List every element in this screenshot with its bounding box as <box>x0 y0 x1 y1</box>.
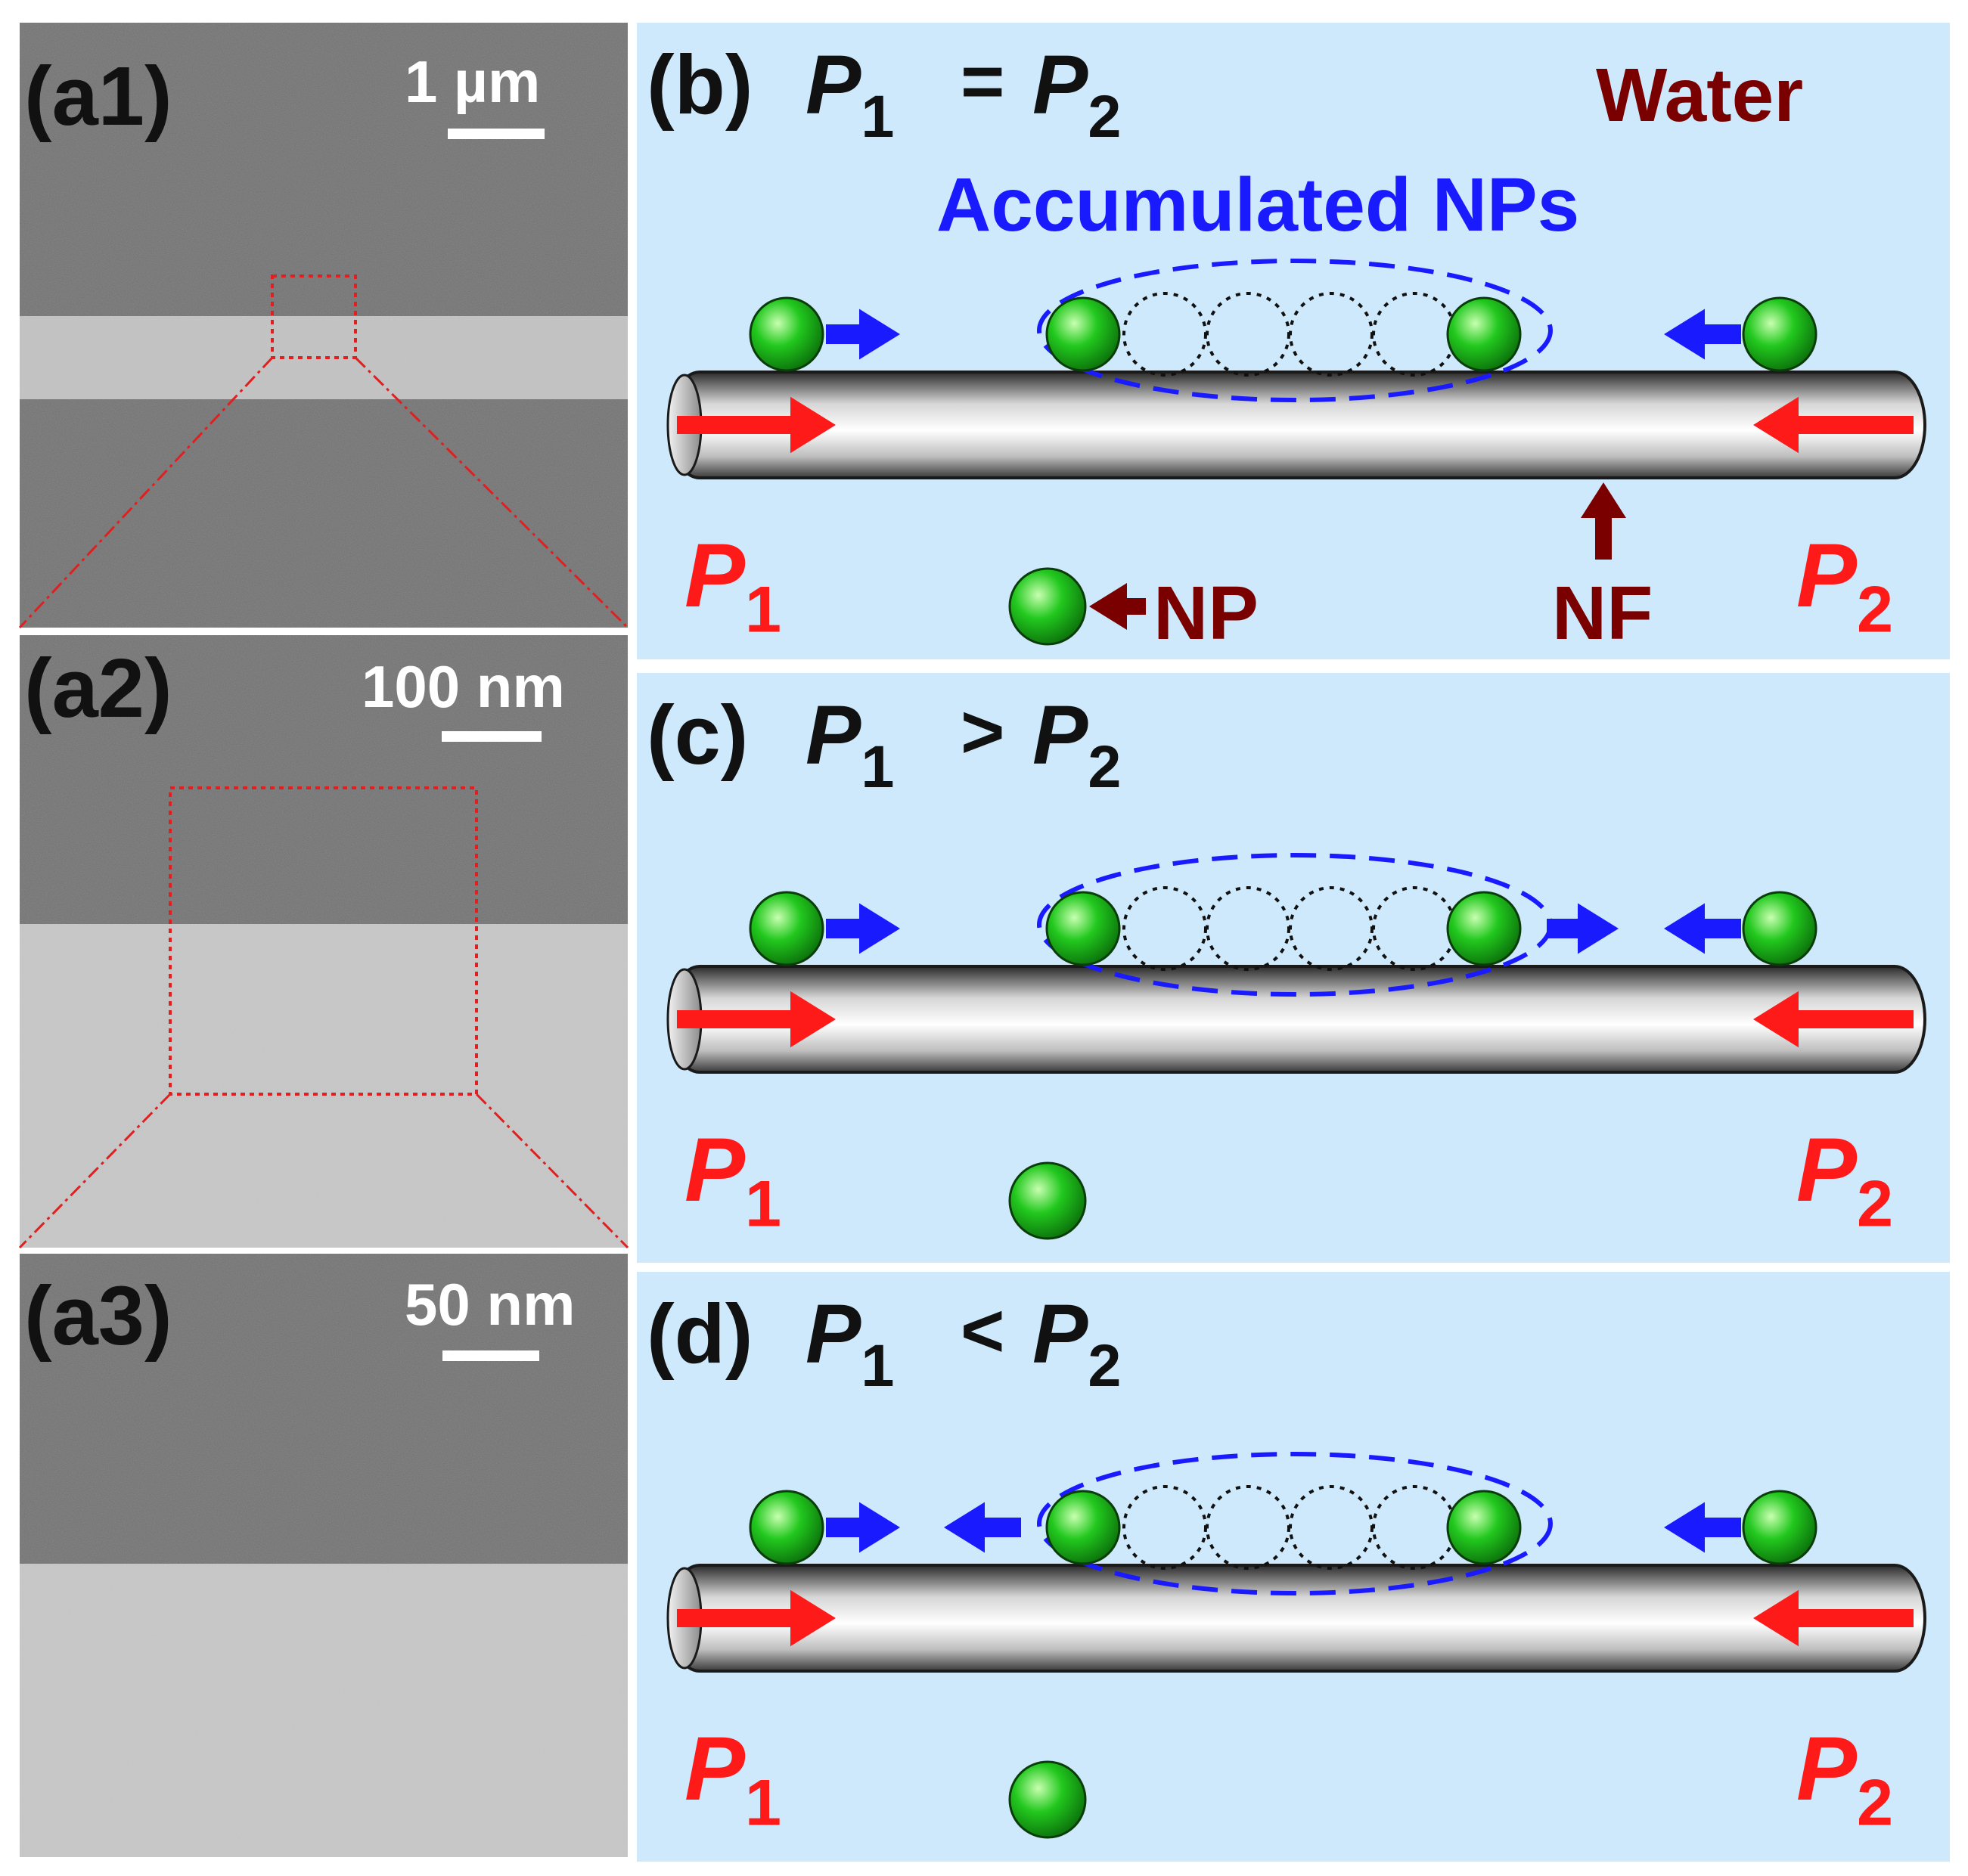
nanofiber <box>668 965 1926 1074</box>
pressure-p2-label: P2 <box>1796 525 1893 647</box>
arrow-left-icon <box>1664 1502 1741 1553</box>
pressure-p1-title: P1 <box>806 39 894 150</box>
pressure-p1-label: P1 <box>684 1718 781 1840</box>
accumulated-nps-label: Accumulated NPs <box>936 163 1579 247</box>
arrow-right-icon <box>677 991 836 1048</box>
pressure-p1-title: P1 <box>806 689 894 800</box>
scalebar-label-a1: 1 µm <box>405 48 540 115</box>
nanoparticle-icon <box>1742 891 1817 966</box>
arrow-left-icon <box>944 1502 1021 1553</box>
scalebar-label-a2: 100 nm <box>362 653 565 720</box>
arrow-left-icon <box>1753 1589 1914 1647</box>
nanofiber <box>668 1564 1926 1673</box>
nanoparticle-icon <box>1008 1760 1087 1839</box>
scalebar-label-a3: 50 nm <box>405 1271 575 1338</box>
nf-label: NF <box>1552 571 1653 656</box>
pressure-p1-label: P1 <box>684 525 781 647</box>
sem-panel-a2 <box>18 635 629 1249</box>
scalebar-a2 <box>442 731 542 742</box>
nanoparticle-icon <box>1045 891 1121 966</box>
accumulation-zone <box>1037 259 1553 402</box>
accumulation-zone <box>1037 1452 1553 1595</box>
pressure-relation: = <box>961 39 1004 124</box>
arrow-right-icon <box>677 1589 836 1647</box>
panel-label-b: (b) <box>647 39 753 132</box>
arrow-left-icon <box>1664 309 1741 360</box>
arrow-right-icon <box>826 1502 900 1553</box>
panel-label-a1: (a1) <box>24 50 172 143</box>
np-label: NP <box>1153 571 1259 656</box>
pressure-relation: < <box>961 1288 1004 1373</box>
arrow-right-icon <box>826 903 900 954</box>
sem-panel-a3 <box>20 1254 628 1857</box>
panel-label-d: (d) <box>647 1288 753 1381</box>
nanoparticle-icon <box>749 296 824 372</box>
nanoparticle-icon <box>1446 891 1522 966</box>
pressure-p2-title: P2 <box>1032 689 1121 800</box>
scalebar-a1 <box>448 129 545 139</box>
nanoparticle-icon <box>749 891 824 966</box>
nanoparticle-icon <box>749 1490 824 1565</box>
scalebar-a3 <box>442 1350 539 1361</box>
arrow-left-icon <box>1753 991 1914 1048</box>
nanoparticle-icon <box>1008 1161 1087 1240</box>
nanoparticle-icon <box>1008 567 1087 646</box>
pressure-p2-title: P2 <box>1032 39 1121 150</box>
arrow-left-icon <box>1753 396 1914 454</box>
arrow-right-icon <box>826 309 900 360</box>
arrow-left-icon <box>1664 903 1741 954</box>
arrow-right-icon <box>1547 903 1619 954</box>
nanofiber <box>668 371 1926 479</box>
nanoparticle-icon <box>1446 296 1522 372</box>
nanoparticle-icon <box>1742 1490 1817 1565</box>
arrow-left-icon <box>1089 583 1146 630</box>
pressure-relation: > <box>961 690 1004 774</box>
pressure-p1-label: P1 <box>684 1119 781 1241</box>
nanoparticle-icon <box>1045 296 1121 372</box>
nanoparticle-icon <box>1446 1490 1522 1565</box>
water-label: Water <box>1596 53 1803 138</box>
pressure-p1-title: P1 <box>806 1288 894 1399</box>
sem-panel-a1 <box>18 23 629 629</box>
nanoparticle-icon <box>1045 1490 1121 1565</box>
arrow-up-icon <box>1581 482 1626 560</box>
panel-label-a3: (a3) <box>24 1270 172 1363</box>
arrow-right-icon <box>677 396 836 454</box>
nanoparticle-icon <box>1742 296 1817 372</box>
pressure-p2-label: P2 <box>1796 1718 1893 1840</box>
panel-label-c: (c) <box>647 689 748 782</box>
pressure-p2-label: P2 <box>1796 1119 1893 1241</box>
panel-label-a2: (a2) <box>24 642 172 735</box>
pressure-p2-title: P2 <box>1032 1288 1121 1399</box>
